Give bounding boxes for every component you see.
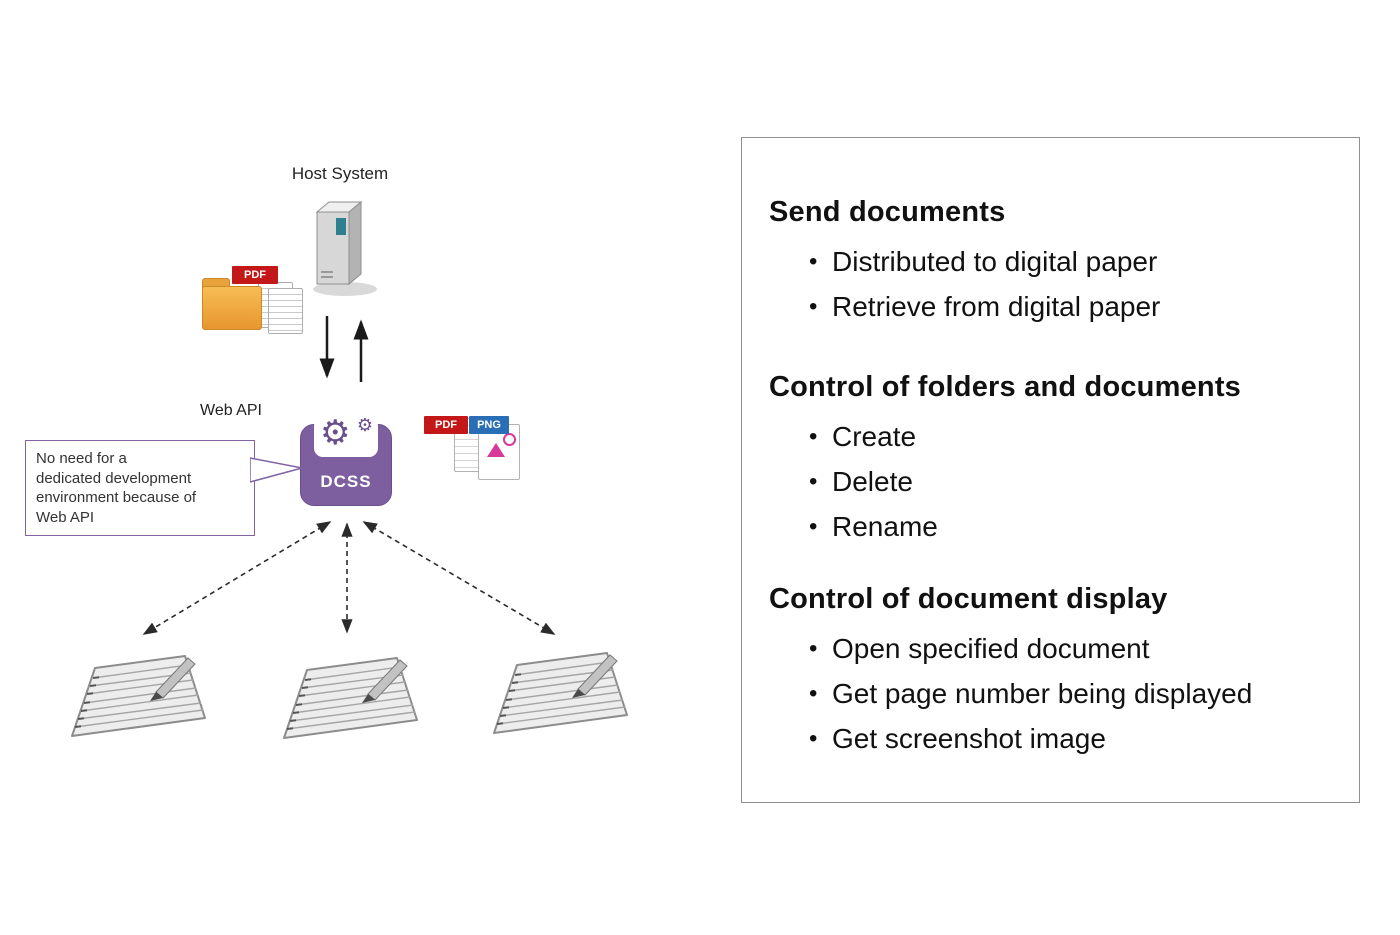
architecture-diagram: Host System PDF Web API ⚙ ⚙ DCSS xyxy=(25,164,740,935)
folder-icon xyxy=(202,286,262,330)
bullet-item: Delete xyxy=(769,459,1339,504)
bullet-item: Open specified document xyxy=(769,626,1339,671)
document-icon xyxy=(268,288,303,334)
dcss-node: ⚙ ⚙ DCSS xyxy=(300,414,392,506)
features-panel: Send documents Distributed to digital pa… xyxy=(741,137,1360,803)
image-glyph-triangle xyxy=(487,443,505,457)
digital-paper-icon xyxy=(482,645,632,745)
host-system-label: Host System xyxy=(291,164,389,183)
digital-paper-icon xyxy=(60,648,210,748)
gears-icon: ⚙ ⚙ xyxy=(314,414,378,457)
section-heading: Control of document display xyxy=(769,583,1168,615)
bullet-item: Create xyxy=(769,414,1339,459)
callout-pointer xyxy=(250,457,303,483)
section-control-folders: Control of folders and documents Create … xyxy=(769,371,1339,549)
bullet-item: Retrieve from digital paper xyxy=(769,284,1339,329)
dcss-label: DCSS xyxy=(320,472,372,491)
section-heading: Control of folders and documents xyxy=(769,371,1242,403)
pdf-badge: PDF xyxy=(424,416,468,434)
bullet-item: Get screenshot image xyxy=(769,716,1339,761)
gear-icon: ⚙ xyxy=(320,414,351,452)
server-icon xyxy=(313,200,377,296)
section-heading: Send documents xyxy=(769,196,1006,228)
pdf-badge: PDF xyxy=(232,266,278,284)
bullet-item: Distributed to digital paper xyxy=(769,239,1339,284)
section-control-display: Control of document display Open specifi… xyxy=(769,583,1339,761)
digital-paper-icon xyxy=(272,650,422,750)
image-glyph-circle xyxy=(503,433,516,446)
web-api-label: Web API xyxy=(200,402,262,419)
png-badge: PNG xyxy=(469,416,509,434)
pdf-png-files-icon: PDF PNG xyxy=(424,410,524,482)
callout-note: No need for a dedicated development envi… xyxy=(25,440,255,536)
bullet-item: Rename xyxy=(769,504,1339,549)
section-send-documents: Send documents Distributed to digital pa… xyxy=(769,196,1339,329)
pdf-folder-icon: PDF xyxy=(202,262,312,336)
gear-icon: ⚙ xyxy=(356,415,373,435)
bullet-item: Get page number being displayed xyxy=(769,671,1339,716)
